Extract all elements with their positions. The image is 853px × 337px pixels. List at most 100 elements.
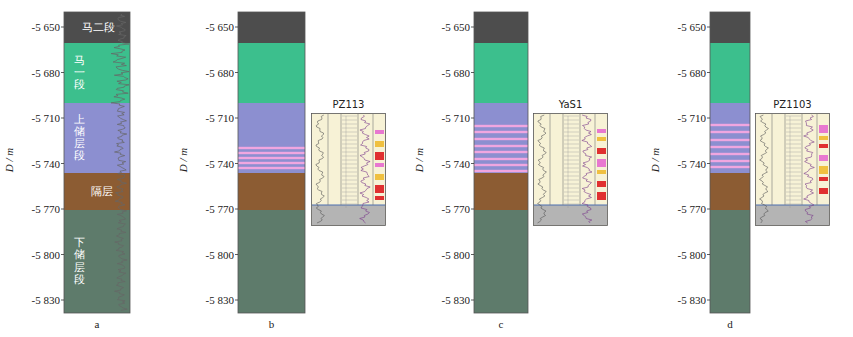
panel-letter: c [491,317,511,331]
layer-name: 隔层 [90,184,114,199]
lithology-line [346,188,347,192]
well-log-inset: PZ113 [311,98,386,226]
well-name: PZ113 [311,98,386,112]
lithology-line [786,152,801,153]
reservoir-stripe [474,145,528,147]
lithology-line [786,200,801,201]
lithology-line [568,144,569,148]
depth-tick-label: -5 710 [422,111,470,125]
lithology-line [786,144,801,145]
lithology-line [346,136,347,140]
strat-column [471,12,528,313]
reservoir-stripe [710,166,750,168]
reservoir-stripe [238,157,305,159]
layer-band [64,12,130,43]
lithology-line [564,176,579,177]
reservoir-stripe [474,170,528,172]
track-line [817,114,818,205]
interpretation-mark [597,159,606,167]
track-line [772,114,773,205]
lithology-line [786,176,801,177]
tick-mark [707,209,710,210]
lithology-line [346,192,347,196]
lithology-line [790,140,791,144]
lithology-line [568,180,569,184]
tick-mark [235,72,238,73]
lithology-line [786,140,801,141]
reservoir-stripe [710,153,750,155]
layer-band [710,173,750,210]
panel-letter: a [87,317,107,331]
lithology-line [568,204,569,208]
lithology-line [564,140,579,141]
interpretation-mark [375,130,384,134]
log-curve [360,115,371,223]
depth-tick-label: -5 680 [186,66,234,80]
layer-band: 马一段 [64,43,130,103]
lithology-line [342,144,357,145]
lithology-line [790,180,791,184]
panel-letter: b [262,317,282,331]
depth-tick-label: -5 740 [658,157,706,171]
lithology-line [790,184,791,188]
track-line [563,114,564,205]
lithology-line [790,196,791,200]
track-line [580,114,581,205]
well-log-inset: PZ1103 [755,98,830,226]
reservoir-stripe [474,138,528,140]
lithology-line [564,156,579,157]
depth-tick-label: -5 770 [12,202,60,216]
track-line [358,114,359,205]
lithology-line [346,168,347,172]
lithology-line [786,164,801,165]
tick-mark [235,27,238,28]
layer-band [474,12,528,43]
interpretation-mark [819,125,828,133]
lithology-line [568,132,569,136]
track-line [328,114,329,205]
lithology-line [568,120,569,124]
depth-tick-label: -5 800 [422,248,470,262]
boundary-line [312,205,385,206]
lithology-line [786,124,801,125]
lithology-line [568,116,569,120]
lithology-line [790,116,791,120]
lithology-line [564,124,579,125]
lithology-line [342,148,357,149]
interpretation-mark [597,181,606,187]
interpretation-mark [819,188,828,194]
reservoir-stripe [238,147,305,149]
layer-band [238,12,305,43]
layer-band [474,173,528,210]
lithology-line [342,160,357,161]
lithology-line [564,152,579,153]
tick-mark [61,300,64,301]
layer-band: 马二段 [64,12,130,43]
tick-mark [707,27,710,28]
lithology-line [790,168,791,172]
depth-tick-label: -5 830 [658,293,706,307]
layer-band [710,12,750,43]
column-outline [474,12,528,313]
lithology-line [790,144,791,148]
lithology-line [790,200,791,204]
lithology-line [568,156,569,160]
log-ground [312,114,386,226]
lithology-line [342,140,357,141]
reservoir-stripe [474,131,528,133]
layer-band [238,43,305,103]
interpretation-mark [375,174,384,180]
lithology-line [786,184,801,185]
tick-mark [61,254,64,255]
log-ground [534,114,608,226]
lithology-line [786,196,801,197]
interpretation-mark [819,144,828,148]
lithology-line [786,160,801,161]
tick-mark [235,163,238,164]
reservoir-stripe [710,124,750,126]
layer-band: 下储层段 [64,210,130,313]
depth-tick-label: -5 800 [186,248,234,262]
lithology-line [568,172,569,176]
lithology-line [786,136,801,137]
tick-mark [235,209,238,210]
